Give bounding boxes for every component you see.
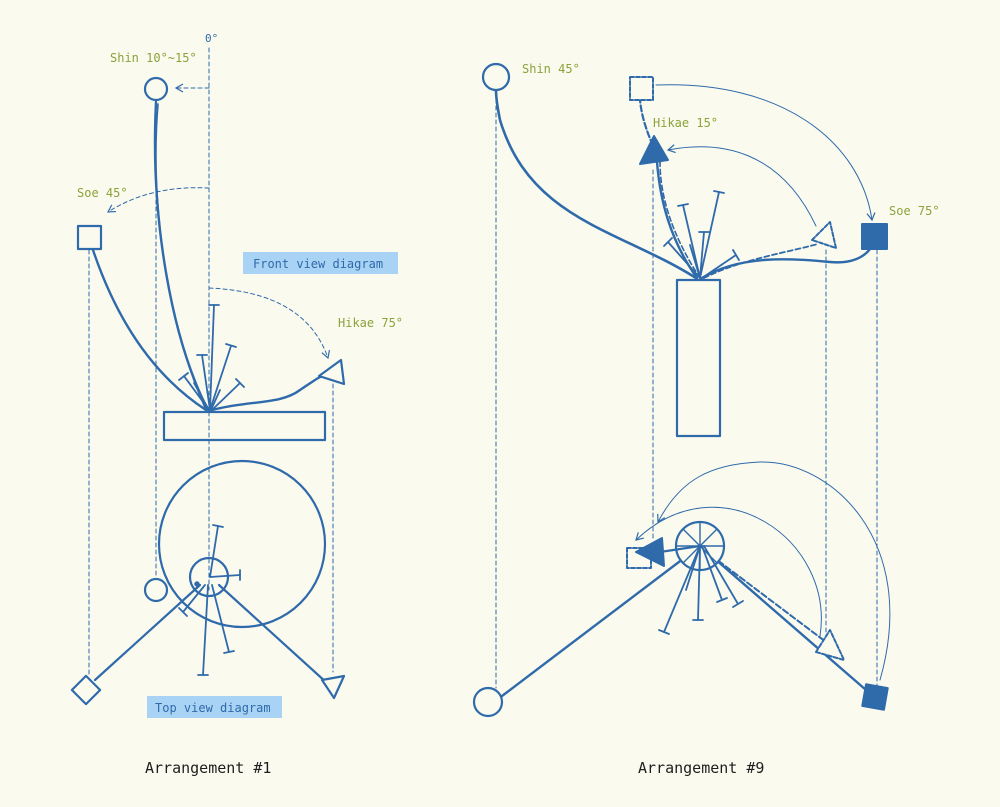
arc-arrows-arr9 xyxy=(635,84,891,681)
soe-marker xyxy=(76,224,103,251)
soe-marker-top-arr9 xyxy=(861,683,889,711)
shin-marker xyxy=(143,76,169,102)
filler-stems-front-arr9 xyxy=(663,190,740,279)
front-view-arr9 xyxy=(481,62,888,438)
angle-arrows-arr1 xyxy=(106,83,331,360)
soe-angle-label-arr9: Soe 75° xyxy=(889,204,940,218)
top-view-arr1 xyxy=(70,459,346,706)
soe-stem xyxy=(91,248,208,412)
hikae-angle-label: Hikae 75° xyxy=(338,316,403,330)
filler-stems-top-arr9 xyxy=(658,545,744,635)
kenzan-top xyxy=(188,556,230,598)
front-view-tag-text: Front view diagram xyxy=(253,257,383,271)
hikae-marker-top xyxy=(320,674,346,700)
filler-stems-top xyxy=(178,524,241,676)
hikae-marker xyxy=(317,358,346,386)
shin-marker-arr9 xyxy=(481,62,511,92)
front-view-tag: Front view diagram xyxy=(243,252,398,274)
soe-marker-top xyxy=(70,674,102,706)
top-view-arr9 xyxy=(472,520,889,718)
shin-angle-label: Shin 10°~15° xyxy=(110,51,197,65)
hikae-angle-label-arr9: Hikae 15° xyxy=(653,116,718,130)
top-view-tag-text: Top view diagram xyxy=(155,701,271,715)
former-square-top-arr9 xyxy=(626,547,652,569)
shin-marker-top xyxy=(143,577,169,603)
soe-stem-arr9 xyxy=(700,244,874,280)
arrangement-1-caption: Arrangement #1 xyxy=(145,759,271,777)
shin-marker-top-arr9 xyxy=(472,686,504,718)
zero-degree-label: 0° xyxy=(205,32,218,45)
front-view-arr1 xyxy=(76,76,346,442)
shallow-container xyxy=(162,410,327,442)
arrangement-9-caption: Arrangement #9 xyxy=(638,759,764,777)
former-stem-square xyxy=(638,98,662,164)
shin-angle-label-arr9: Shin 45° xyxy=(522,62,580,76)
soe-marker-arr9 xyxy=(861,223,888,250)
arrangement-9 xyxy=(472,62,891,718)
former-triangle-top-arr9 xyxy=(815,629,845,661)
guide-lines-arr9 xyxy=(495,91,878,689)
hikae-stem-alt-arr9 xyxy=(659,161,701,279)
tall-vase xyxy=(675,278,722,438)
arrangement-1 xyxy=(70,47,346,706)
top-view-tag: Top view diagram xyxy=(147,696,282,718)
filler-stems-front xyxy=(178,304,245,411)
shin-stem-arr9 xyxy=(494,88,698,280)
former-triangle-marker xyxy=(811,221,837,249)
soe-angle-label: Soe 45° xyxy=(77,186,128,200)
container-top xyxy=(157,459,327,629)
former-square-marker xyxy=(629,76,654,101)
